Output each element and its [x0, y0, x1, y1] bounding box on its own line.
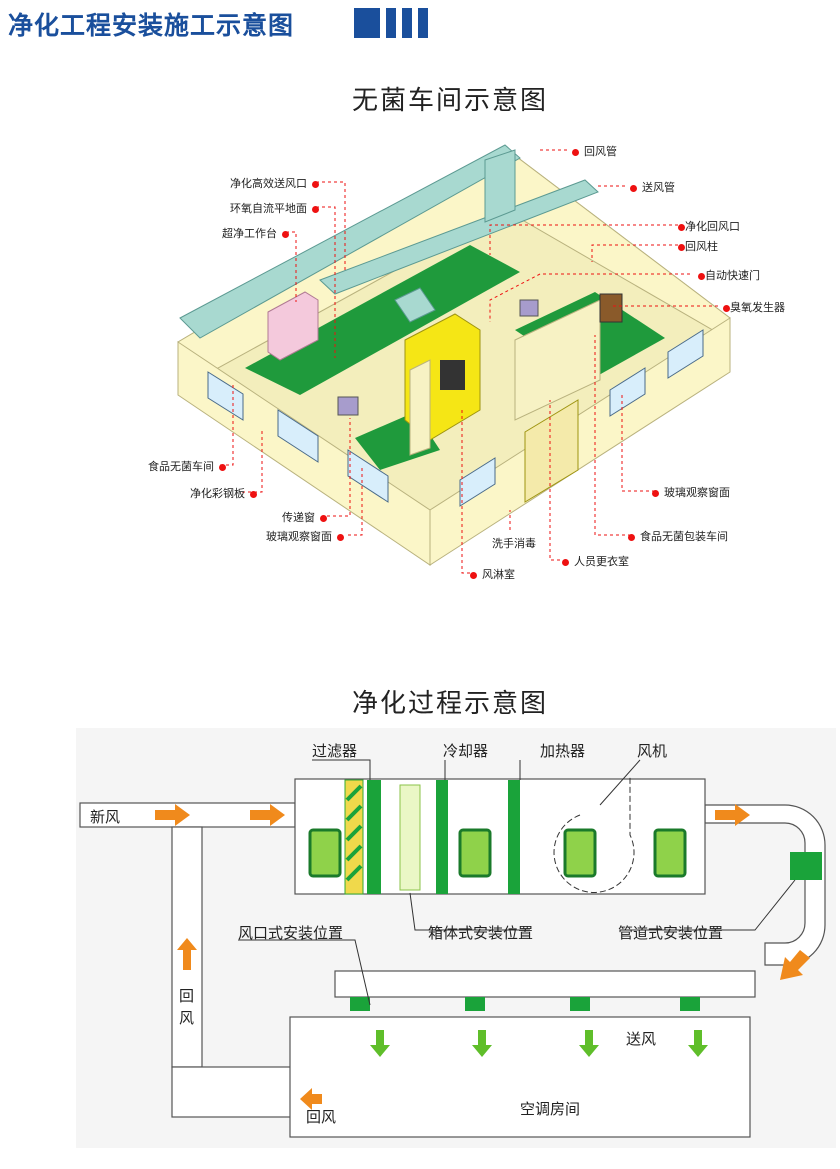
label-outlet-install: 风口式安装位置	[238, 924, 344, 942]
window-1	[207, 371, 244, 421]
label-pass-box: 传递窗	[282, 509, 327, 525]
label-box-install: 箱体式安装位置	[428, 924, 534, 942]
window-2	[277, 409, 319, 463]
filter-green	[367, 780, 381, 894]
label-changing-room: 人员更衣室	[562, 553, 629, 569]
section2-title: 净化过程示意图	[352, 689, 549, 719]
label-ac-room: 空调房间	[520, 1100, 581, 1118]
label-glass-window-left: 玻璃观察窗面	[266, 528, 344, 544]
label-rapid-door: 自动快速门	[693, 267, 760, 283]
label-air-shower: 风淋室	[470, 566, 515, 582]
label-ozone-generator: 臭氧发生器	[718, 299, 785, 315]
entrance-doors	[524, 399, 579, 503]
label-steel-panel: 净化彩钢板	[190, 485, 257, 501]
clean-bench	[267, 291, 319, 361]
label-return-air-vertical: 回 风	[179, 987, 195, 1027]
label-glass-window-right: 玻璃观察窗面	[652, 484, 730, 500]
return-duct	[179, 144, 521, 339]
label-hepa-outlet: 净化高效送风口	[230, 175, 319, 191]
medium-filter	[399, 784, 421, 891]
heater	[508, 780, 520, 894]
label-fan: 风机	[637, 742, 668, 760]
page-title: 净化工程安装施工示意图	[8, 11, 295, 40]
section1-title: 无菌车间示意图	[352, 86, 549, 116]
label-return-column: 回风柱	[673, 238, 718, 254]
air-shower-door	[440, 360, 465, 390]
cooler	[436, 780, 448, 894]
label-food-room: 食品无菌车间	[148, 458, 226, 474]
title-decoration-bars	[354, 8, 434, 38]
label-return-duct: 回风管	[572, 143, 617, 159]
label-food-pack-room: 食品无菌包装车间	[628, 528, 728, 544]
label-heater: 加热器	[540, 742, 586, 760]
label-epoxy-floor: 环氧自流平地面	[230, 200, 319, 216]
label-clean-bench: 超净工作台	[222, 225, 289, 241]
label-hand-wash: 洗手消毒	[492, 537, 536, 550]
label-cooler: 冷却器	[443, 742, 489, 760]
label-return-air-bottom: 回风	[306, 1108, 337, 1126]
window-3	[347, 449, 389, 503]
label-fresh-air: 新风	[90, 808, 121, 826]
label-supply-duct: 送风管	[630, 179, 675, 195]
label-duct-install: 管道式安装位置	[618, 924, 724, 942]
label-return-outlet: 净化回风口	[673, 218, 740, 234]
label-supply-air: 送风	[626, 1030, 657, 1048]
label-filter: 过滤器	[312, 742, 358, 760]
floor-food-room	[245, 245, 520, 395]
